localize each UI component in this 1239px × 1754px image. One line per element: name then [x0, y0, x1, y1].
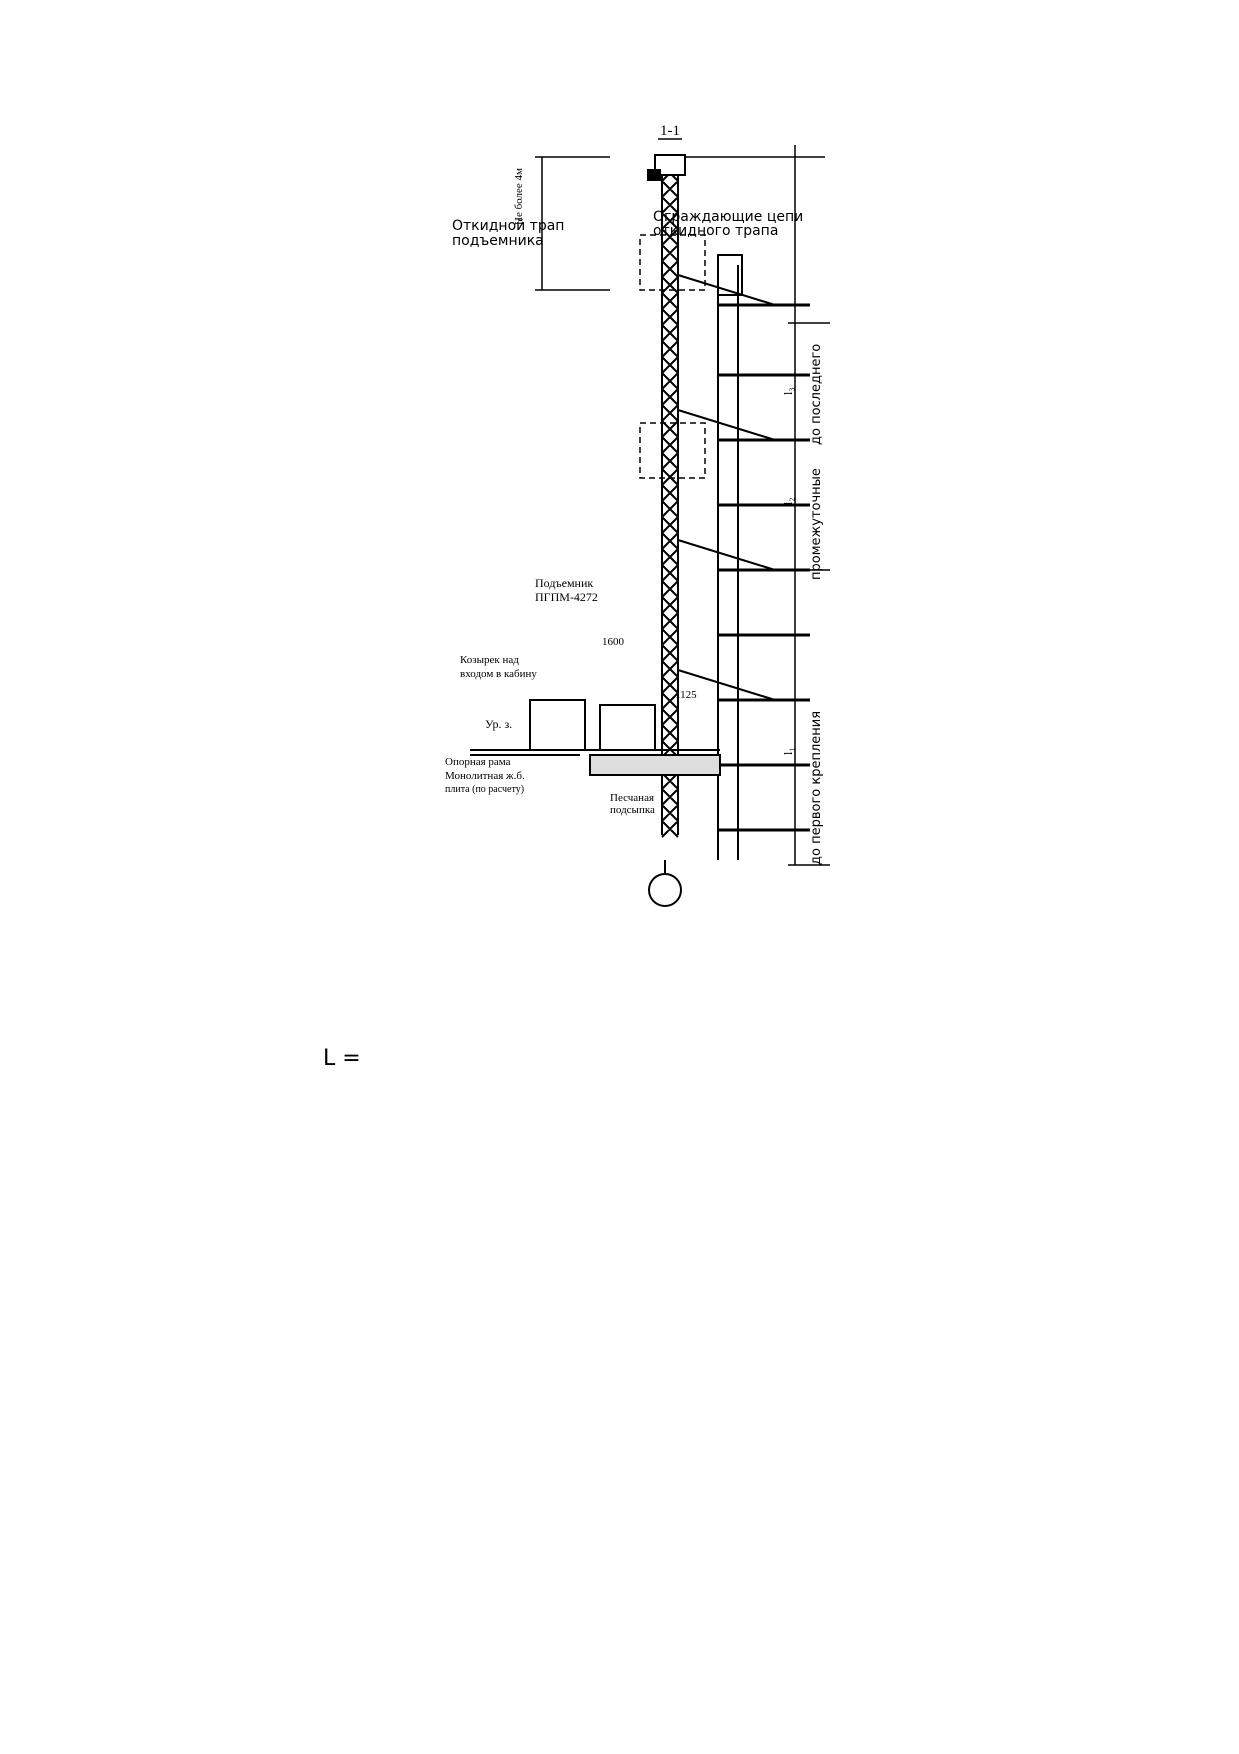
section-label: 1-1 [660, 123, 680, 139]
ground-level-label: Ур. з. [485, 717, 512, 731]
sand-label-1: Песчаная [610, 792, 654, 804]
formula-text: L = [323, 1046, 361, 1071]
dim-l1-label: l₁ [781, 747, 795, 755]
dim-l2-label: l₂ [781, 497, 795, 505]
cabin-and-base [470, 699, 721, 907]
building-wall [717, 254, 743, 860]
gangway-boxes [639, 234, 706, 479]
tie-strut [677, 669, 776, 701]
floor-slabs [677, 274, 810, 832]
slab-label-2: плита (по расчету) [445, 784, 524, 795]
canopy-label-2: входом в кабину [460, 668, 537, 680]
tie-strut [677, 274, 776, 306]
support-frame-label: Опорная рама [445, 756, 511, 768]
vertical-label-last: до последнего [809, 344, 824, 445]
tie-strut [677, 409, 776, 441]
vertical-label-intermediate: промежуточные [809, 468, 824, 580]
hoist-section-diagram: 1-1 [430, 115, 910, 915]
tie-strut [677, 539, 776, 571]
dim-l3-label: l₃ [781, 387, 795, 395]
hoist-label-2: ПГПМ-4272 [535, 590, 598, 604]
gangway-label-2: подъемника [452, 233, 544, 249]
hoist-label-1: Подъемник [535, 576, 593, 590]
chains-label-2: откидного трапа [653, 223, 778, 239]
dim-1600: 1600 [602, 636, 625, 648]
vertical-label-first: до первого крепления [809, 711, 824, 865]
slab-label-1: Монолитная ж.б. [445, 770, 525, 782]
not-less-label: Не более 4м [513, 168, 525, 225]
gangway-label-1: Откидной трап [452, 218, 564, 234]
dimension-lines [535, 145, 830, 866]
dim-1125: 1125 [675, 689, 697, 701]
chains-label-1: Ограждающие цепи [653, 209, 803, 225]
canopy-label-1: Козырек над [460, 654, 519, 666]
mast-head [647, 154, 686, 181]
sand-label-2: подсыпка [610, 804, 655, 816]
hoist-mast [661, 160, 679, 838]
